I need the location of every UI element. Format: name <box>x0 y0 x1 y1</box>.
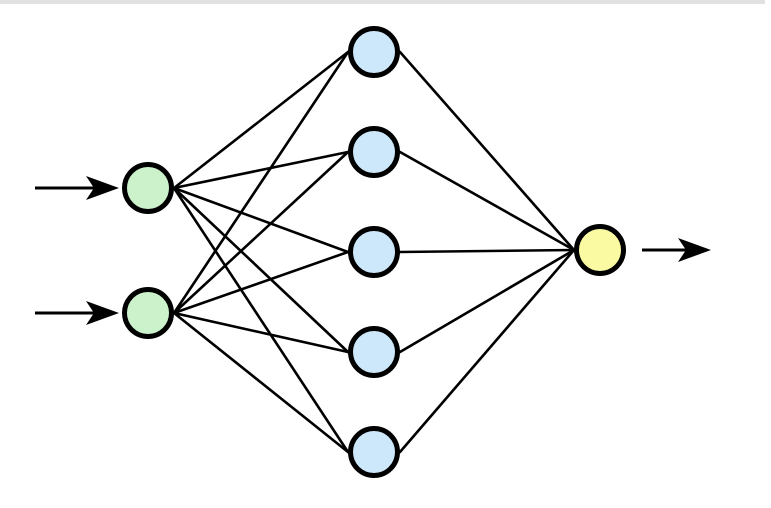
input-arrow-2-head-icon <box>86 301 119 325</box>
input-arrow-1-head-icon <box>86 176 119 200</box>
page-top-divider <box>0 0 765 4</box>
hidden-node-4 <box>348 326 400 378</box>
edge-input2-hidden3 <box>172 250 350 315</box>
input-node-2 <box>122 287 174 339</box>
hidden-node-5 <box>348 426 400 478</box>
hidden-node-2 <box>348 126 400 178</box>
edge-hidden4-output1 <box>398 248 576 354</box>
hidden-node-3 <box>348 226 400 278</box>
edge-input1-hidden3 <box>172 186 350 254</box>
edge-hidden5-output1 <box>398 248 576 454</box>
edge-hidden2-output1 <box>398 150 576 252</box>
output-node-1 <box>574 224 626 276</box>
edge-input2-hidden5 <box>172 311 350 454</box>
hidden-node-1 <box>348 26 400 78</box>
input-node-1 <box>122 162 174 214</box>
edge-input1-hidden2 <box>172 150 350 190</box>
edge-input2-hidden2 <box>172 150 350 315</box>
output-arrow-1-head-icon <box>678 238 711 262</box>
edge-input1-hidden1 <box>172 50 350 190</box>
edge-hidden3-output1 <box>398 248 576 254</box>
edge-input1-hidden5 <box>172 186 350 454</box>
edge-input1-hidden4 <box>172 186 350 354</box>
edge-input2-hidden1 <box>172 50 350 315</box>
edge-input2-hidden4 <box>172 311 350 354</box>
edge-hidden1-output1 <box>398 50 576 252</box>
